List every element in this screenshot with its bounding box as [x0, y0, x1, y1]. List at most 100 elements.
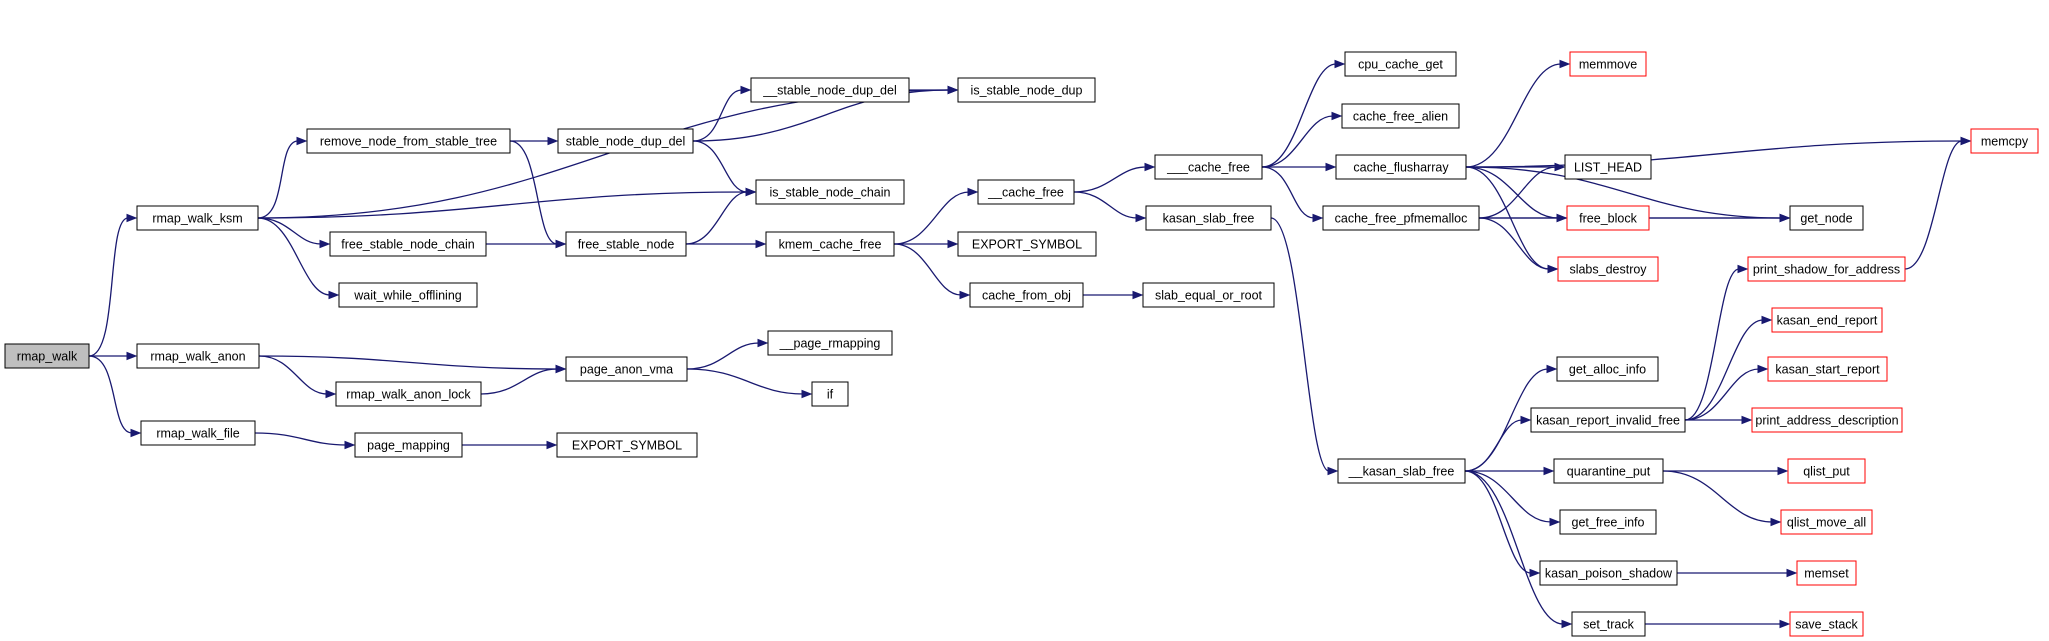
- function-node-label: page_mapping: [367, 439, 450, 453]
- call-edge-kasan-slab-free-to-kasan-report-invalid-free: [1464, 415, 1532, 472]
- call-edge-cache-free-to-cpu-cache-get: [1261, 59, 1346, 168]
- function-node-cache-free-pfmemalloc[interactable]: cache_free_pfmemalloc: [1322, 205, 1480, 231]
- function-node-page-mapping[interactable]: page_mapping: [354, 432, 463, 458]
- call-edge-rmap-walk-anon-lock-to-page-anon-vma: [480, 364, 567, 395]
- function-node-memset[interactable]: memset: [1796, 560, 1857, 586]
- call-edge-page-anon-vma-to-page-rmapping: [686, 338, 769, 370]
- function-node-label: EXPORT_SYMBOL: [572, 439, 682, 453]
- call-edge-cache-from-obj-to-slab-equal-or-root: [1083, 290, 1144, 300]
- function-node-cache-flusharray[interactable]: cache_flusharray: [1335, 154, 1467, 180]
- call-edge-kmem-cache-free-to-export-symbol-2: [894, 239, 959, 249]
- call-edge-stable-node-dup-del-to-is-stable-node-dup: [909, 85, 959, 95]
- function-node-memmove[interactable]: memmove: [1569, 51, 1647, 77]
- function-node-kasan-start-report[interactable]: kasan_start_report: [1767, 356, 1888, 382]
- function-node-quarantine-put[interactable]: quarantine_put: [1553, 458, 1664, 484]
- call-edge-kasan-poison-shadow-to-memset: [1676, 568, 1798, 578]
- function-node-free-stable-node-chain[interactable]: free_stable_node_chain: [329, 231, 487, 257]
- call-edge-cache-flusharray-to-free-block: [1465, 166, 1568, 223]
- function-node-stable-node-dup-del[interactable]: __stable_node_dup_del: [750, 77, 910, 103]
- function-node-free-block[interactable]: free_block: [1566, 205, 1650, 231]
- call-edge-stable-node-dup-del-to-is-stable-node-chain: [692, 140, 757, 197]
- function-node-kasan-poison-shadow[interactable]: kasan_poison_shadow: [1539, 560, 1678, 586]
- function-node-kasan-slab-free[interactable]: kasan_slab_free: [1145, 205, 1272, 231]
- call-edge-cache-free-to-cache-flusharray: [1262, 162, 1337, 172]
- function-node-get-alloc-info[interactable]: get_alloc_info: [1556, 356, 1659, 382]
- function-node-kasan-report-invalid-free[interactable]: kasan_report_invalid_free: [1530, 407, 1686, 433]
- function-node-slabs-destroy[interactable]: slabs_destroy: [1557, 256, 1659, 282]
- function-node-label: rmap_walk_file: [156, 427, 239, 441]
- call-edge-free-stable-node-chain-to-free-stable-node: [486, 239, 567, 249]
- call-edge-cache-free-pfmemalloc-to-slabs-destroy: [1478, 217, 1559, 274]
- function-node-page-anon-vma[interactable]: page_anon_vma: [565, 356, 688, 382]
- function-node-export-symbol-2[interactable]: EXPORT_SYMBOL: [957, 231, 1097, 257]
- function-node-set-track[interactable]: set_track: [1571, 611, 1646, 637]
- function-node-wait-while-offlining[interactable]: wait_while_offlining: [338, 282, 478, 308]
- call-edge-cache-flusharray-to-memcpy: [1465, 136, 1972, 168]
- call-edge-cache-free-to-kasan-slab-free: [1073, 191, 1147, 223]
- function-node-label: wait_while_offlining: [353, 289, 462, 303]
- function-node-cache-free-alien[interactable]: cache_free_alien: [1341, 103, 1460, 129]
- function-node-page-rmapping[interactable]: __page_rmapping: [767, 330, 893, 356]
- call-edge-rmap-walk-ksm-to-remove-node-from-stable-tree: [257, 136, 308, 219]
- function-node-export-symbol-1[interactable]: EXPORT_SYMBOL: [556, 432, 698, 458]
- function-node-kasan-slab-free[interactable]: __kasan_slab_free: [1337, 458, 1466, 484]
- function-node-qlist-put[interactable]: qlist_put: [1787, 458, 1866, 484]
- function-node-get-free-info[interactable]: get_free_info: [1559, 509, 1657, 535]
- function-node-get-node[interactable]: get_node: [1789, 205, 1864, 231]
- call-edge-rmap-walk-to-rmap-walk-file: [88, 355, 142, 438]
- function-node-kmem-cache-free[interactable]: kmem_cache_free: [765, 231, 895, 257]
- call-edge-rmap-walk-anon-to-rmap-walk-anon-lock: [258, 355, 337, 399]
- function-node-is-stable-node-dup[interactable]: is_stable_node_dup: [957, 77, 1096, 103]
- function-node-memcpy[interactable]: memcpy: [1970, 128, 2039, 154]
- function-node-label: stable_node_dup_del: [566, 135, 686, 149]
- call-edge-free-stable-node-to-is-stable-node-chain: [685, 187, 757, 245]
- function-node-label: cache_free_pfmemalloc: [1335, 212, 1468, 226]
- function-node-remove-node-from-stable-tree[interactable]: remove_node_from_stable_tree: [306, 128, 511, 154]
- function-node-rmap-walk-file[interactable]: rmap_walk_file: [140, 420, 256, 446]
- call-edge-rmap-walk-ksm-to-is-stable-node-chain: [257, 187, 757, 219]
- function-node-label: save_stack: [1795, 618, 1858, 632]
- function-node-list-head[interactable]: LIST_HEAD: [1564, 154, 1652, 180]
- function-node-cache-free[interactable]: __cache_free: [977, 179, 1075, 205]
- call-edge-remove-node-from-stable-tree-to-stable-node-dup-del: [509, 136, 559, 146]
- function-node-label: rmap_walk_ksm: [152, 212, 242, 226]
- function-node-rmap-walk-anon-lock[interactable]: rmap_walk_anon_lock: [335, 381, 482, 407]
- function-node-if[interactable]: if: [811, 381, 849, 407]
- call-edge-cache-flusharray-to-slabs-destroy: [1465, 166, 1559, 274]
- function-node-label: __stable_node_dup_del: [762, 84, 896, 98]
- call-edge-kmem-cache-free-to-cache-free: [893, 187, 979, 245]
- function-node-slab-equal-or-root[interactable]: slab_equal_or_root: [1142, 282, 1275, 308]
- function-node-save-stack[interactable]: save_stack: [1789, 611, 1864, 637]
- function-node-label: kasan_start_report: [1775, 363, 1880, 377]
- call-edge-cache-free-pfmemalloc-to-list-head: [1478, 162, 1566, 219]
- function-node-label: kasan_report_invalid_free: [1536, 414, 1680, 428]
- function-node-label: kasan_slab_free: [1163, 212, 1255, 226]
- function-node-kasan-end-report[interactable]: kasan_end_report: [1771, 307, 1883, 333]
- function-node-cpu-cache-get[interactable]: cpu_cache_get: [1344, 51, 1457, 77]
- function-node-cache-from-obj[interactable]: cache_from_obj: [969, 282, 1084, 308]
- call-edge-kasan-report-invalid-free-to-kasan-start-report: [1684, 364, 1769, 421]
- function-node-print-address-description[interactable]: print_address_description: [1751, 407, 1903, 433]
- function-node-rmap-walk-ksm[interactable]: rmap_walk_ksm: [136, 205, 259, 231]
- call-edge-cache-free-to-cache-free-alien: [1261, 111, 1343, 168]
- function-node-label: rmap_walk: [17, 350, 78, 364]
- function-node-label: slabs_destroy: [1569, 263, 1647, 277]
- function-node-label: ___cache_free: [1166, 161, 1250, 175]
- function-node-label: is_stable_node_dup: [971, 84, 1083, 98]
- function-node-label: rmap_walk_anon: [150, 350, 245, 364]
- function-node-label: qlist_move_all: [1787, 516, 1866, 530]
- function-node-cache-free[interactable]: ___cache_free: [1154, 154, 1263, 180]
- function-node-print-shadow-for-address[interactable]: print_shadow_for_address: [1747, 256, 1906, 282]
- function-node-label: kmem_cache_free: [779, 238, 882, 252]
- function-node-rmap-walk[interactable]: rmap_walk: [4, 343, 90, 369]
- function-node-label: cache_free_alien: [1353, 110, 1448, 124]
- call-edge-rmap-walk-anon-to-page-anon-vma: [258, 355, 567, 374]
- function-node-qlist-move-all[interactable]: qlist_move_all: [1780, 509, 1873, 535]
- function-node-is-stable-node-chain[interactable]: is_stable_node_chain: [755, 179, 905, 205]
- call-edge-page-anon-vma-to-if: [686, 368, 813, 399]
- function-node-label: page_anon_vma: [580, 363, 673, 377]
- function-node-label: print_address_description: [1755, 414, 1898, 428]
- function-node-free-stable-node[interactable]: free_stable_node: [565, 231, 687, 257]
- function-node-rmap-walk-anon[interactable]: rmap_walk_anon: [136, 343, 260, 369]
- function-node-stable-node-dup-del[interactable]: stable_node_dup_del: [557, 128, 694, 154]
